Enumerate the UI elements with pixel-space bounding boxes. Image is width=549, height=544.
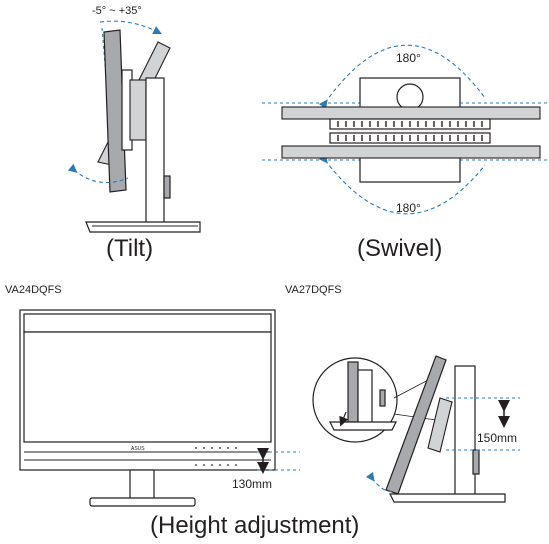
swivel-monitor-bottom (281, 145, 541, 159)
swivel-top-angle: 180° (396, 51, 421, 65)
left-height-value: 130mm (232, 477, 272, 491)
right-height-value: 150mm (477, 431, 517, 445)
asus-logo-front: ASUS (131, 446, 145, 452)
side-stand-knob (472, 449, 480, 475)
front-stand-neck (129, 469, 155, 501)
height-front-diagram: VA24DQFS ASUS 130mm (5, 284, 300, 507)
swivel-diagram: 180° 180° (Swivel) (262, 44, 548, 262)
model-left-label: VA24DQFS (5, 284, 62, 296)
zoom-base (329, 421, 397, 431)
swivel-bottom-arc (318, 153, 486, 215)
swivel-caption: (Swivel) (357, 235, 442, 262)
front-buttons (195, 447, 237, 466)
tilt-swing-arrow (67, 163, 129, 184)
zoom-stand (357, 369, 373, 427)
tilt-stand-column (145, 77, 165, 224)
tilt-range-label: -5° ~ +35° (92, 5, 142, 17)
zoom-panel (347, 361, 359, 423)
tilt-stand-knob (163, 175, 171, 199)
tilt-caption: (Tilt) (106, 235, 153, 262)
swivel-stand-pivot (396, 83, 424, 111)
model-right-label: VA27DQFS (285, 284, 342, 296)
tilt-base (85, 221, 201, 233)
front-stand-base (89, 497, 196, 507)
zoom-knob (379, 389, 386, 407)
tilt-range-arrow (99, 20, 162, 34)
swivel-top-arc (318, 44, 486, 110)
swivel-vent-slots (337, 121, 483, 141)
height-side-diagram: VA27DQFS 150mm (285, 284, 520, 503)
tilt-panel-upright (103, 29, 127, 193)
tilt-diagram: -5° ~ +35° (Tilt) (67, 5, 201, 262)
side-mount (427, 397, 453, 453)
side-base (389, 493, 506, 503)
monitor-front-top-bezel (23, 313, 272, 333)
swivel-monitor-top (281, 106, 541, 120)
swivel-bottom-angle: 180° (396, 201, 421, 215)
side-swing-arrow (365, 471, 395, 493)
side-stand-column (454, 365, 476, 497)
tilt-mount (129, 79, 147, 141)
height-caption: (Height adjustment) (150, 512, 359, 539)
monitor-front-screen (23, 331, 272, 443)
